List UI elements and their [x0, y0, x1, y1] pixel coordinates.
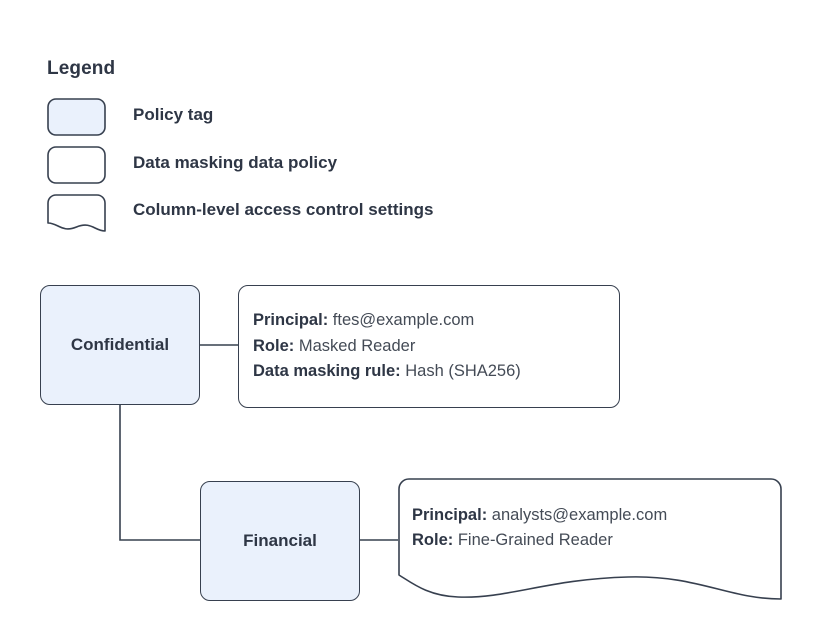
legend-label-column-access: Column-level access control settings: [133, 200, 434, 219]
detail-value-masking-rule: Hash (SHA256): [405, 362, 521, 381]
node-financial[interactable]: Financial: [200, 481, 360, 601]
detail-box-confidential-lines: Principal: ftes@example.com Role: Masked…: [253, 286, 521, 407]
detail-line-principal: Principal: ftes@example.com: [253, 309, 521, 332]
legend-title: Legend: [47, 58, 116, 79]
detail-box-financial-lines: Principal: analysts@example.com Role: Fi…: [412, 466, 667, 590]
detail-value-role: Masked Reader: [298, 336, 416, 355]
node-confidential[interactable]: Confidential: [40, 285, 200, 405]
detail-box-financial[interactable]: Principal: analysts@example.com Role: Fi…: [398, 478, 782, 602]
wavy-box-outline-icon: [398, 478, 782, 600]
detail-value-role: Fine-Grained Reader: [457, 531, 613, 549]
node-financial-label: Financial: [243, 531, 317, 550]
detail-label-role: Role:: [412, 531, 454, 549]
legend-label-data-masking: Data masking data policy: [133, 153, 338, 172]
detail-label-principal: Principal:: [253, 311, 329, 330]
detail-label-masking-rule: Data masking rule:: [253, 362, 401, 381]
legend-swatch-data-masking-icon: [47, 146, 106, 184]
detail-line-role: Role: Fine-Grained Reader: [412, 529, 667, 552]
detail-label-principal: Principal:: [412, 505, 488, 524]
detail-label-role: Role:: [253, 336, 295, 355]
legend-swatch-column-access-icon: [47, 194, 106, 232]
legend-swatch-policy-tag-icon: [47, 98, 106, 136]
detail-line-masking-rule: Data masking rule: Hash (SHA256): [253, 360, 521, 383]
detail-value-principal: analysts@example.com: [491, 505, 668, 524]
detail-line-principal: Principal: analysts@example.com: [412, 504, 667, 527]
detail-value-principal: ftes@example.com: [332, 311, 475, 330]
node-confidential-label: Confidential: [70, 335, 170, 354]
connector-confidential-to-financial: [119, 405, 200, 541]
detail-box-confidential[interactable]: Principal: ftes@example.com Role: Masked…: [238, 285, 620, 408]
detail-line-role: Role: Masked Reader: [253, 335, 521, 358]
legend-label-policy-tag: Policy tag: [133, 105, 214, 124]
